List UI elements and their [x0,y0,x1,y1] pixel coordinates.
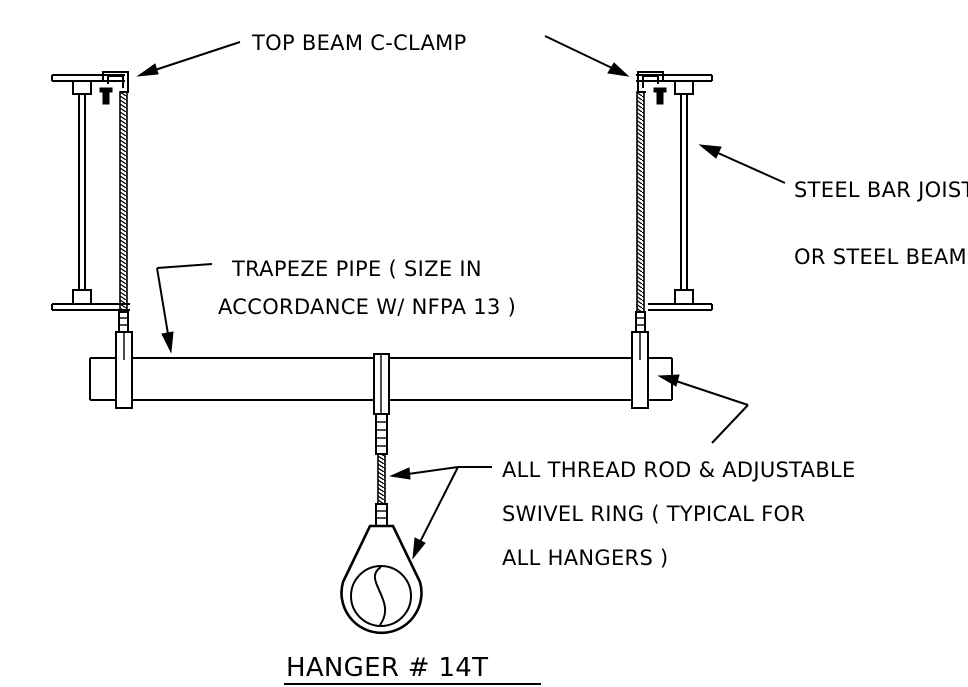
label-thread-rod-line2: SWIVEL RING ( TYPICAL FOR [502,502,805,526]
left-steel-joist [51,74,130,311]
leader-right-strap [657,374,749,444]
label-trapeze-pipe-line2: ACCORDANCE W/ NFPA 13 ) [218,295,516,319]
right-steel-joist [636,74,713,311]
label-steel-joist-line2: OR STEEL BEAM [794,245,967,269]
label-trapeze-pipe-line1: TRAPEZE PIPE ( SIZE IN [231,257,482,281]
leader-trapeze-pipe [156,263,213,354]
leader-steel-joist [698,144,786,184]
label-thread-rod-line3: ALL HANGERS ) [502,546,669,570]
leader-thread-rod [389,466,492,560]
drawing-title-text: HANGER # 14T [286,653,488,683]
label-steel-joist-line1: STEEL BAR JOIST [794,178,968,202]
leader-c-clamp-left [136,41,241,77]
right-pipe-strap [631,331,649,409]
leader-c-clamp-right [544,35,630,77]
label-thread-rod-line1: ALL THREAD ROD & ADJUSTABLE [502,458,856,482]
right-thread-rod [635,91,646,333]
adjustable-swivel-ring [340,524,423,635]
left-thread-rod [118,91,129,333]
center-pipe-strap [373,353,390,415]
left-pipe-strap [115,331,133,409]
drawing-title: HANGER # 14T [284,653,541,685]
label-top-beam-c-clamp: TOP BEAM C-CLAMP [251,31,467,55]
center-thread-rod [375,413,388,527]
